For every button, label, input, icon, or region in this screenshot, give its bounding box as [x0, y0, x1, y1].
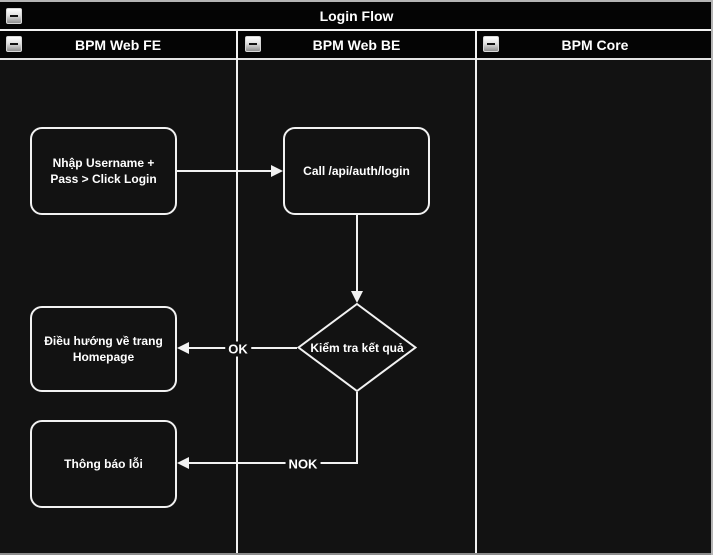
node-enter-credentials[interactable]: Nhập Username + Pass > Click Login: [30, 127, 177, 215]
lane-be-collapse-minus-icon[interactable]: [245, 36, 261, 52]
node-redirect-homepage[interactable]: Điều hướng về trang Homepage: [30, 306, 177, 392]
arrowhead-left-nok-icon: [177, 457, 189, 469]
edge-check-nok-vertical: [356, 392, 358, 464]
pool-title-row[interactable]: [0, 2, 713, 29]
lane-divider-be-core: [475, 31, 477, 555]
pool-title: Login Flow: [319, 7, 394, 24]
node-call-auth-api[interactable]: Call /api/auth/login: [283, 127, 430, 215]
node-error-message[interactable]: Thông báo lỗi: [30, 420, 177, 508]
lane-header-bpm-web-fe[interactable]: BPM Web FE: [0, 31, 236, 58]
pool-collapse-minus-icon[interactable]: [6, 8, 22, 24]
arrowhead-down-icon: [351, 291, 363, 303]
lane-divider-fe-be: [236, 31, 238, 555]
diamond-shape: [297, 303, 417, 392]
arrowhead-left-ok-icon: [177, 342, 189, 354]
lane-header-bpm-core[interactable]: BPM Core: [477, 31, 713, 58]
edge-callapi-to-check: [356, 215, 358, 293]
arrowhead-right-icon: [271, 165, 283, 177]
pool-top-border: [0, 0, 713, 2]
edge-login-to-callapi: [177, 170, 273, 172]
edge-label-ok: OK: [225, 341, 251, 357]
pool-bottom-border: [0, 553, 713, 555]
pool-right-border: [711, 0, 713, 555]
lane-header-bpm-web-be[interactable]: BPM Web BE: [238, 31, 475, 58]
lane-core-collapse-minus-icon[interactable]: [483, 36, 499, 52]
node-check-result-decision[interactable]: Kiểm tra kết quả: [297, 303, 417, 392]
edge-label-nok: NOK: [285, 456, 321, 472]
edge-check-nok-horizontal: [189, 462, 358, 464]
decision-label: Kiểm tra kết quả: [310, 340, 404, 355]
title-separator-line: [0, 29, 713, 31]
lane-header-separator-line: [0, 58, 713, 60]
lane-fe-collapse-minus-icon[interactable]: [6, 36, 22, 52]
